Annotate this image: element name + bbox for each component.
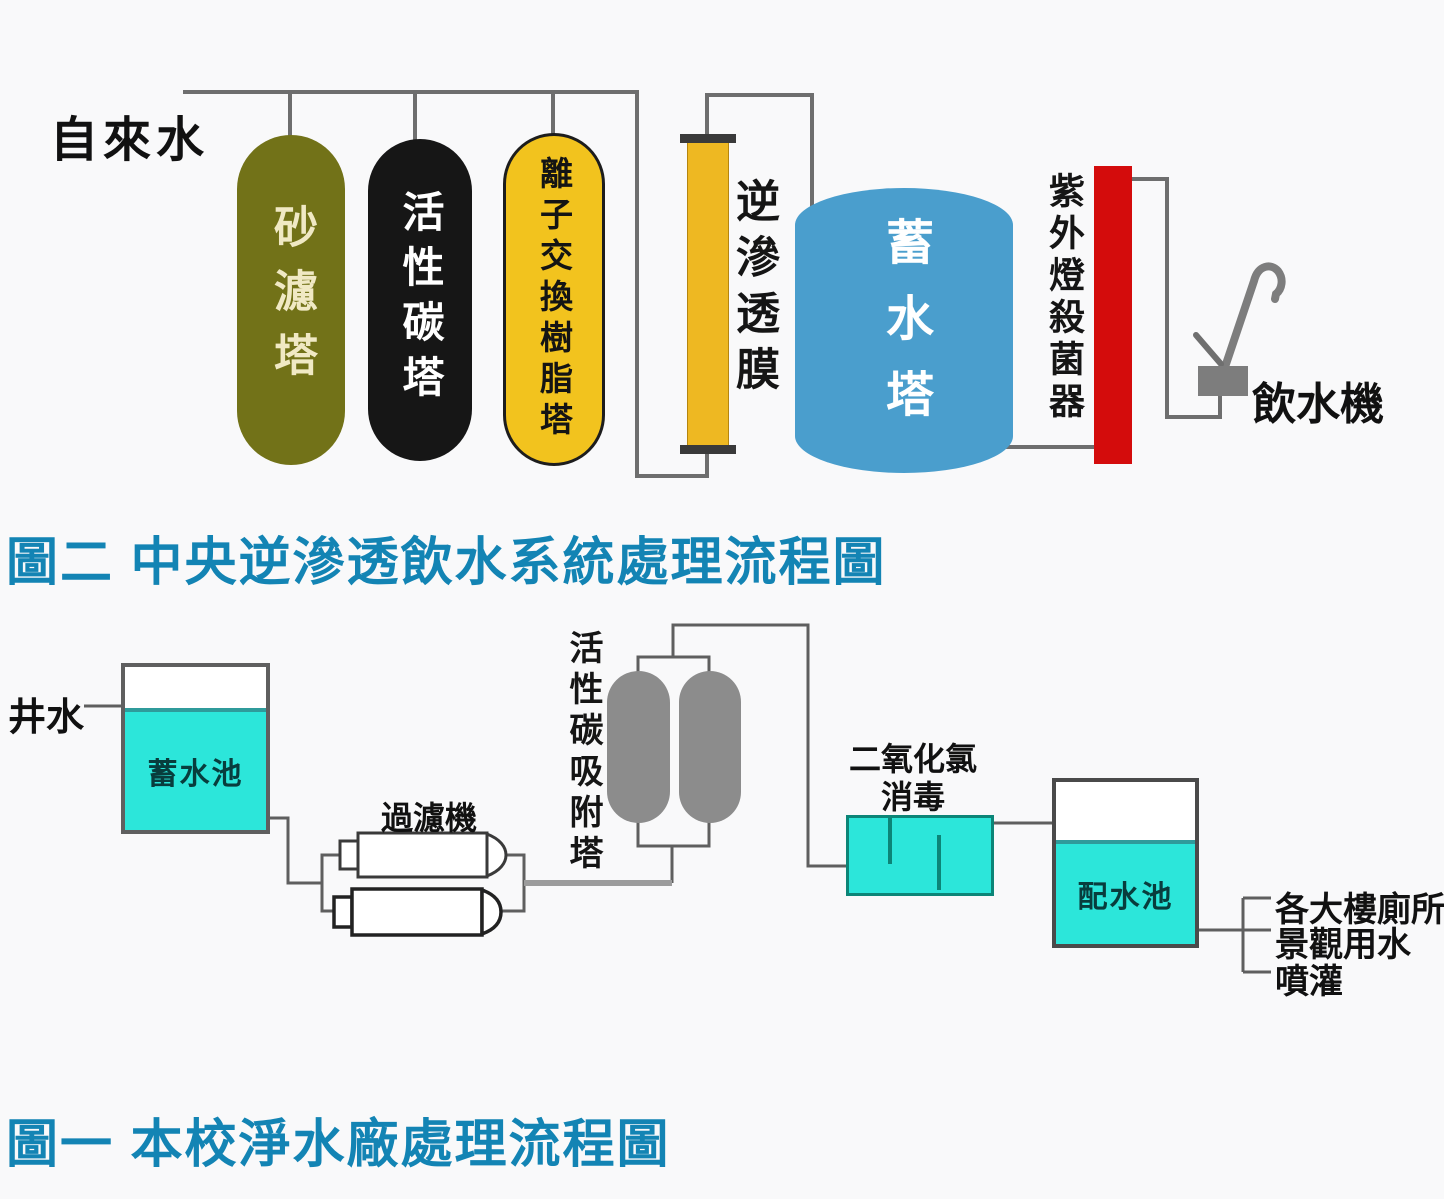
distribution-pool-water: 配水池: [1056, 840, 1195, 944]
sand-filter-tower: 砂濾塔: [237, 135, 345, 465]
sand-filter-tower-label: 砂濾塔: [267, 204, 316, 396]
tap-water-label: 自來水: [50, 114, 210, 167]
ro-membrane-cap-bottom: [680, 445, 736, 454]
pipe-uv-to-fountain: [1131, 177, 1222, 419]
fountain-base: [1198, 366, 1248, 396]
carbon-adsorption-tower-1: [607, 671, 670, 823]
filter-lower-nose: [480, 887, 503, 937]
carbon-adsorption-label: 活性碳吸附塔: [564, 630, 602, 876]
ion-exchange-resin-tower-label: 離子交換樹脂塔: [535, 156, 573, 443]
drinking-fountain-icon: [1193, 262, 1286, 396]
drinking-fountain-label: 飲水機: [1252, 380, 1384, 429]
filter-upper-cap: [338, 839, 360, 871]
distribution-pool-label: 配水池: [1077, 881, 1174, 914]
fountain-handle: [1193, 332, 1224, 367]
water-storage-tower: 蓄水塔: [795, 188, 1013, 473]
figure1-caption: 圖一 本校淨水廠處理流程圖: [6, 1116, 671, 1174]
pipe-carbon-top-bracket: [636, 655, 711, 673]
ro-membrane-label: 逆滲透膜: [729, 178, 778, 402]
well-water-label: 井水: [8, 697, 85, 739]
chlorine-dioxide-label-line2: 消毒: [880, 779, 945, 816]
uv-sterilizer-bar: [1094, 166, 1132, 464]
storage-pool-tank: 蓄水池: [121, 663, 270, 834]
figure2-caption: 圖二 中央逆滲透飲水系統處理流程圖: [6, 534, 887, 592]
storage-pool-label: 蓄水池: [147, 758, 244, 791]
pipe-manifold: [183, 90, 709, 478]
filter-upper-body: [356, 831, 489, 879]
activated-carbon-tower: 活性碳塔: [368, 139, 472, 461]
filter-machine-icon: [332, 831, 508, 937]
uv-sterilizer-label: 紫外燈殺菌器: [1044, 172, 1085, 424]
ro-membrane-bar: [687, 141, 729, 447]
pipe-carbon-bottom-bracket: [636, 820, 711, 848]
filter-lower-body: [350, 887, 484, 937]
storage-pool-water: 蓄水池: [125, 708, 266, 830]
output-label-irrigation: 噴灌: [1275, 963, 1343, 1001]
ro-membrane-cap-top: [680, 134, 736, 143]
ion-exchange-resin-tower: 離子交換樹脂塔: [503, 133, 605, 466]
filter-lower-cap: [332, 895, 354, 929]
pipe-ro-to-tank: [705, 93, 814, 232]
chlorine-tank-baffle-1: [888, 818, 892, 864]
output-label-toilets: 各大樓廁所: [1275, 891, 1444, 929]
filter-upper-nose: [485, 831, 508, 879]
activated-carbon-tower-label: 活性碳塔: [397, 190, 444, 410]
filter-machine-label: 過濾機: [381, 800, 478, 836]
chlorine-dioxide-label: 二氧化氯 消毒: [838, 740, 988, 817]
pipe-carbon-to-chlorine: [671, 623, 848, 868]
chlorine-tank-baffle-2: [937, 835, 941, 890]
chlorine-dioxide-label-line1: 二氧化氯: [848, 741, 977, 777]
carbon-adsorption-tower-2: [679, 671, 741, 823]
output-label-landscape-water: 景觀用水: [1275, 926, 1411, 964]
fountain-spout: [1220, 262, 1286, 374]
chlorine-dioxide-tank: [846, 815, 994, 896]
water-storage-tower-label: 蓄水塔: [878, 216, 931, 445]
pipe-pool-to-filters: [267, 816, 322, 885]
distribution-pool-tank: 配水池: [1052, 778, 1199, 948]
